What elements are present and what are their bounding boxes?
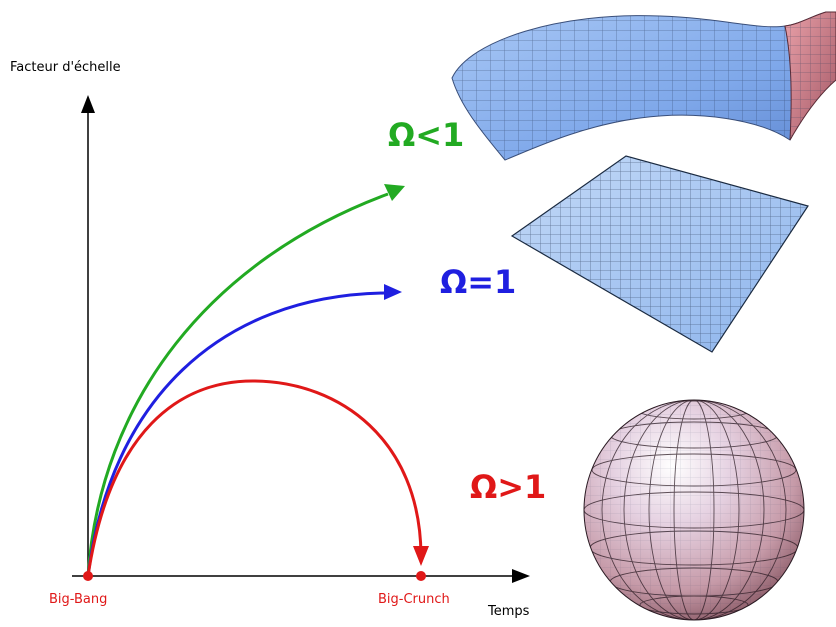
curve-closed bbox=[86, 379, 429, 577]
flat-plane-surface bbox=[510, 155, 809, 353]
big-bang-label: Big-Bang bbox=[49, 592, 108, 607]
y-axis-arrowhead bbox=[81, 95, 95, 113]
sphere-surface bbox=[583, 399, 805, 621]
x-axis-arrowhead bbox=[512, 569, 530, 583]
big-crunch-label: Big-Crunch bbox=[378, 592, 450, 607]
axes bbox=[72, 95, 530, 583]
y-axis-label: Facteur d'échelle bbox=[10, 60, 121, 75]
omega-less-label: Ω<1 bbox=[388, 116, 465, 154]
curve-closed-arrowhead bbox=[413, 546, 429, 566]
curve-flat-arrowhead bbox=[384, 284, 402, 300]
curve-open-arrowhead bbox=[384, 184, 405, 201]
omega-equal-label: Ω=1 bbox=[440, 263, 517, 301]
saddle-surface bbox=[451, 11, 836, 161]
x-axis-label: Temps bbox=[488, 604, 530, 619]
curve-open bbox=[86, 184, 405, 577]
big-crunch-marker bbox=[416, 571, 426, 581]
omega-greater-label: Ω>1 bbox=[470, 468, 547, 506]
curve-flat bbox=[86, 284, 402, 577]
big-bang-marker bbox=[83, 571, 93, 581]
